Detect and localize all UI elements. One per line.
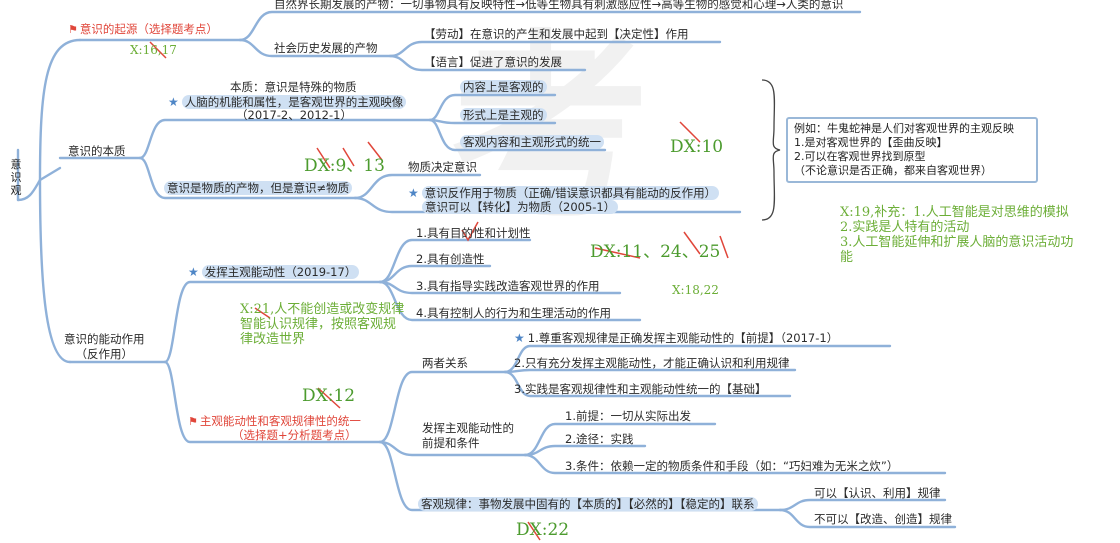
consciousness-reaction[interactable]: ★意识反作用于物质（正确/错误意识都具有能动的反作用） (408, 186, 720, 201)
consciousness-transform[interactable]: 意识可以【转化】为物质（2005-1） (422, 200, 619, 215)
brain-function[interactable]: ★人脑的机能和属性，是客观世界的主观映像 (168, 95, 407, 110)
unity-text: 客观内容和主观形式的统一 (460, 135, 604, 149)
relation-item-2[interactable]: 2.只有充分发挥主观能动性，才能正确认识和利用规律 (514, 356, 790, 370)
annotation-dx22: DX:22 (516, 520, 570, 540)
star-icon: ★ (408, 186, 419, 200)
content-objective-text: 内容上是客观的 (460, 80, 547, 94)
form-subjective[interactable]: 形式上是主观的 (460, 108, 547, 123)
initiative-item-1[interactable]: 1.具有目的性和计划性 (416, 226, 531, 240)
brain-years: （2017-2、2012-1） (236, 108, 352, 122)
relation-item-3[interactable]: 3.实践是客观规律性和主观能动性统一的【基础】 (514, 382, 767, 396)
essence-node[interactable]: 意识的本质 (68, 144, 126, 158)
annotation-x21-line2: 智能认识规律，按照客观规 (240, 317, 397, 332)
annotation-x16: X:16,17 (130, 43, 177, 57)
relation-item-1[interactable]: ★1.尊重客观规律是正确发挥主观能动性的【前提】（2017-1） (514, 331, 838, 346)
example-item-1: 1.是对客观世界的【歪曲反映】 (794, 136, 948, 149)
unity-subtitle: （选择题+分析题考点） (232, 428, 357, 442)
link-origin (38, 38, 82, 182)
star-icon: ★ (514, 331, 525, 345)
link-activity (38, 178, 72, 364)
unity-content-form[interactable]: 客观内容和主观形式的统一 (460, 135, 604, 150)
relation-node[interactable]: 两者关系 (422, 356, 468, 370)
example-title: 例如：牛鬼蛇神是人们对客观世界的主观反映 (794, 122, 1014, 135)
annotation-dx11: DX:11、24、25 (590, 242, 721, 262)
annotation-x18: X:18,22 (672, 283, 719, 297)
annotation-x19-line3: 3.人工智能延伸和扩展人脑的意识活动功 (840, 235, 1074, 250)
reaction-text-1: 意识反作用于物质（正确/错误意识都具有能动的反作用） (421, 186, 720, 200)
social-product[interactable]: 社会历史发展的产物 (274, 41, 378, 55)
essence-label: 本质：意识是特殊的物质 (230, 80, 357, 95)
example-box: 例如：牛鬼蛇神是人们对客观世界的主观反映 1.是对客观世界的【歪曲反映】 2.可… (786, 117, 1038, 183)
annotation-x21-line3: 律改造世界 (240, 332, 306, 347)
reaction-text-2: 意识可以【转化】为物质（2005-1） (422, 200, 619, 214)
activity-title: 意识的能动作用 (64, 332, 145, 346)
conditions-node[interactable]: 发挥主观能动性的 前提和条件 (422, 421, 514, 451)
nature-product[interactable]: 自然界长期发展的产物：一切事物具有反映特性→低等生物具有刺激感应性→高等生物的感… (274, 0, 844, 11)
origin-node[interactable]: ⚑意识的起源（选择题考点） (68, 22, 218, 37)
matter-decides[interactable]: 物质决定意识 (408, 160, 477, 174)
conditions-subtitle: 前提和条件 (422, 436, 480, 450)
annotation-x19-line1: X:19,补充：1.人工智能是对思维的模拟 (840, 205, 1069, 220)
subjective-text: 发挥主观能动性（2019-17） (201, 265, 360, 279)
matter-product[interactable]: 意识是物质的产物，但是意识≠物质 (164, 181, 353, 196)
objective-law-text: 客观规律：事物发展中固有的【本质的】【必然的】【稳定的】联系 (418, 497, 758, 511)
unity-title: 主观能动性和客观规律性的统一 (199, 414, 361, 428)
content-objective[interactable]: 内容上是客观的 (460, 80, 547, 95)
activity-node[interactable]: 意识的能动作用 （反作用） (64, 332, 145, 362)
annotation-x21-line1: X:21,人不能创造或改变规律 (240, 302, 405, 317)
activity-subtitle: （反作用） (75, 347, 134, 361)
annotation-dx10: DX:10 (670, 137, 724, 157)
annotation-dx12: DX:12 (302, 386, 356, 406)
annotation-x21: X:21,人不能创造或改变规律 智能认识规律，按照客观规 律改造世界 (240, 302, 404, 347)
annotation-x19-line2: 2.实践是人特有的活动 (840, 220, 970, 235)
subjective-initiative[interactable]: ★发挥主观能动性（2019-17） (188, 265, 360, 280)
law-can[interactable]: 可以【认识、利用】规律 (814, 486, 941, 500)
flag-icon: ⚑ (188, 415, 198, 428)
initiative-item-4[interactable]: 4.具有控制人的行为和生理活动的作用 (416, 306, 611, 320)
law-cannot[interactable]: 不可以【改造、创造】规律 (814, 512, 952, 526)
example-item-2: 2.可以在客观世界找到原型 (794, 150, 926, 163)
root-node[interactable]: 意识观 (10, 158, 22, 197)
condition-item-2[interactable]: 2.途径：实践 (565, 432, 634, 446)
unity-node[interactable]: ⚑主观能动性和客观规律性的统一 (188, 414, 361, 429)
objective-law[interactable]: 客观规律：事物发展中固有的【本质的】【必然的】【稳定的】联系 (418, 497, 758, 512)
matter-product-text: 意识是物质的产物，但是意识≠物质 (164, 181, 353, 195)
form-subjective-text: 形式上是主观的 (460, 108, 547, 122)
annotation-x19: X:19,补充：1.人工智能是对思维的模拟 2.实践是人特有的活动 3.人工智能… (840, 205, 1073, 265)
conditions-title: 发挥主观能动性的 (422, 421, 514, 435)
annotation-dx9: DX:9、13 (304, 156, 385, 176)
initiative-item-3[interactable]: 3.具有指导实践改造客观世界的作用 (416, 279, 600, 293)
annotation-x19-line4: 能 (840, 250, 854, 265)
brain-text: 人脑的机能和属性，是客观世界的主观映像 (181, 95, 407, 109)
link-essence (38, 166, 62, 182)
labor-role[interactable]: 【劳动】在意识的产生和发展中起到【决定性】作用 (424, 27, 689, 41)
star-icon: ★ (188, 265, 199, 279)
origin-title: 意识的起源（选择题考点） (79, 22, 218, 36)
essence-label-text: 本质：意识是特殊的物质 (230, 80, 357, 94)
condition-item-3[interactable]: 3.条件：依赖一定的物质条件和手段（如：“巧妇难为无米之炊”） (565, 459, 899, 473)
flag-icon: ⚑ (68, 23, 78, 36)
example-item-3: （不论意识是否正确，都来自客观世界） (794, 164, 992, 177)
language-role[interactable]: 【语言】促进了意识的发展 (424, 55, 562, 69)
relation-item-1-text: 1.尊重客观规律是正确发挥主观能动性的【前提】（2017-1） (527, 331, 839, 345)
condition-item-1[interactable]: 1.前提：一切从实际出发 (565, 409, 691, 423)
initiative-item-2[interactable]: 2.具有创造性 (416, 252, 485, 266)
star-icon: ★ (168, 95, 179, 109)
